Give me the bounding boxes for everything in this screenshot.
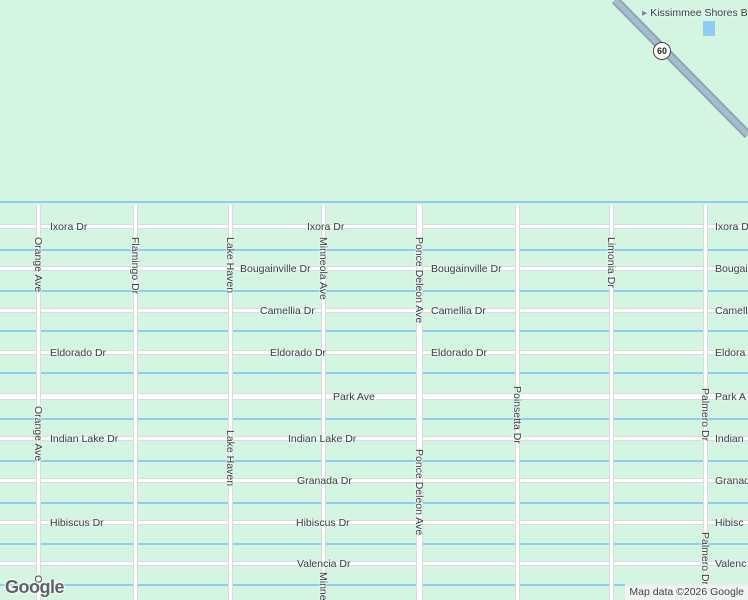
label-park-ave: Park Ave [333, 391, 375, 403]
road-ixora [0, 224, 748, 229]
label-ixora: Ixora Dr [50, 221, 88, 233]
road-limonia [609, 205, 614, 600]
label-indian-lake: Indian [715, 433, 744, 445]
road-flamingo [133, 205, 138, 600]
road-eldorado [0, 350, 748, 355]
label-hibiscus: Hibiscus Dr [296, 517, 350, 529]
label-kissimmee-shores-text: Kissimmee Shores B [650, 7, 748, 19]
canal [0, 418, 748, 420]
road-valencia [0, 561, 748, 566]
canal [0, 543, 748, 545]
canal [0, 330, 748, 332]
road-poinsetta [515, 205, 520, 600]
label-ixora: Ixora Dr [307, 221, 345, 233]
label-indian-lake: Indian Lake Dr [288, 433, 357, 445]
label-bougainville: Bougainville Dr [431, 263, 502, 275]
label-granada: Granad [715, 475, 748, 487]
canal [0, 249, 748, 251]
label-flamingo: Flamingo Dr [129, 237, 141, 295]
road-camellia [0, 308, 748, 313]
canal [0, 460, 748, 462]
label-palmero: Palmero Dr [699, 388, 711, 442]
label-ponce-deleon: Ponce Deleon Ave [413, 237, 425, 324]
label-ponce-deleon: Ponce Deleon Ave [413, 449, 425, 536]
label-valencia: Valenc [715, 558, 747, 570]
label-granada: Granada Dr [297, 475, 352, 487]
label-eldorado: Eldora [715, 347, 746, 359]
route-60-shield: 60 [653, 42, 671, 60]
label-lake-haven: Lake Haven [224, 430, 236, 487]
label-hibiscus: Hibiscus Dr [50, 517, 104, 529]
road-lake-haven [228, 205, 233, 600]
label-bougainville: Bougai [715, 263, 748, 275]
label-camellia: Camell [715, 305, 748, 317]
label-minneola: Minne [317, 572, 329, 600]
canal [0, 584, 748, 586]
label-kissimmee-shores: ▸ Kissimmee Shores B [642, 7, 748, 19]
road-hibiscus [0, 520, 748, 525]
label-minneola: Minneola Ave [317, 237, 329, 300]
label-hibiscus: Hibisc [715, 517, 744, 529]
canal [0, 290, 748, 292]
road-bougainville [0, 266, 748, 271]
label-poinsetta: Poinsetta Dr [511, 386, 523, 444]
road-indian-lake [0, 436, 748, 441]
road-ponce-deleon [416, 205, 423, 600]
label-camellia: Camellia Dr [431, 305, 486, 317]
pond [703, 21, 715, 36]
label-indian-lake: Indian Lake Dr [50, 433, 119, 445]
lake-shore-canal [0, 201, 748, 203]
label-orange-ave: Orange Ave [32, 237, 44, 293]
road-minneola [321, 205, 326, 600]
road-granada [0, 478, 748, 483]
map-attribution[interactable]: Map data ©2026 Google [625, 584, 748, 600]
label-eldorado: Eldorado Dr [270, 347, 327, 359]
google-logo[interactable]: Google [5, 577, 65, 597]
label-valencia: Valencia Dr [297, 558, 351, 570]
label-park-ave: Park A [715, 391, 746, 403]
label-orange-ave: Orange Ave [32, 406, 44, 462]
label-bougainville: Bougainville Dr [240, 263, 311, 275]
canal [0, 372, 748, 374]
label-palmero: Palmero Dr [699, 532, 711, 586]
label-limonia: Limonia Dr [605, 237, 617, 288]
canal [0, 502, 748, 504]
label-eldorado: Eldorado Dr [431, 347, 488, 359]
road-orange-ave [36, 205, 41, 600]
road-palmero [703, 205, 708, 600]
road-park-ave [0, 393, 748, 400]
label-camellia: Camellia Dr [260, 305, 315, 317]
label-ixora: Ixora D [715, 221, 748, 233]
label-lake-haven: Lake Haven [224, 237, 236, 294]
label-eldorado: Eldorado Dr [50, 347, 107, 359]
